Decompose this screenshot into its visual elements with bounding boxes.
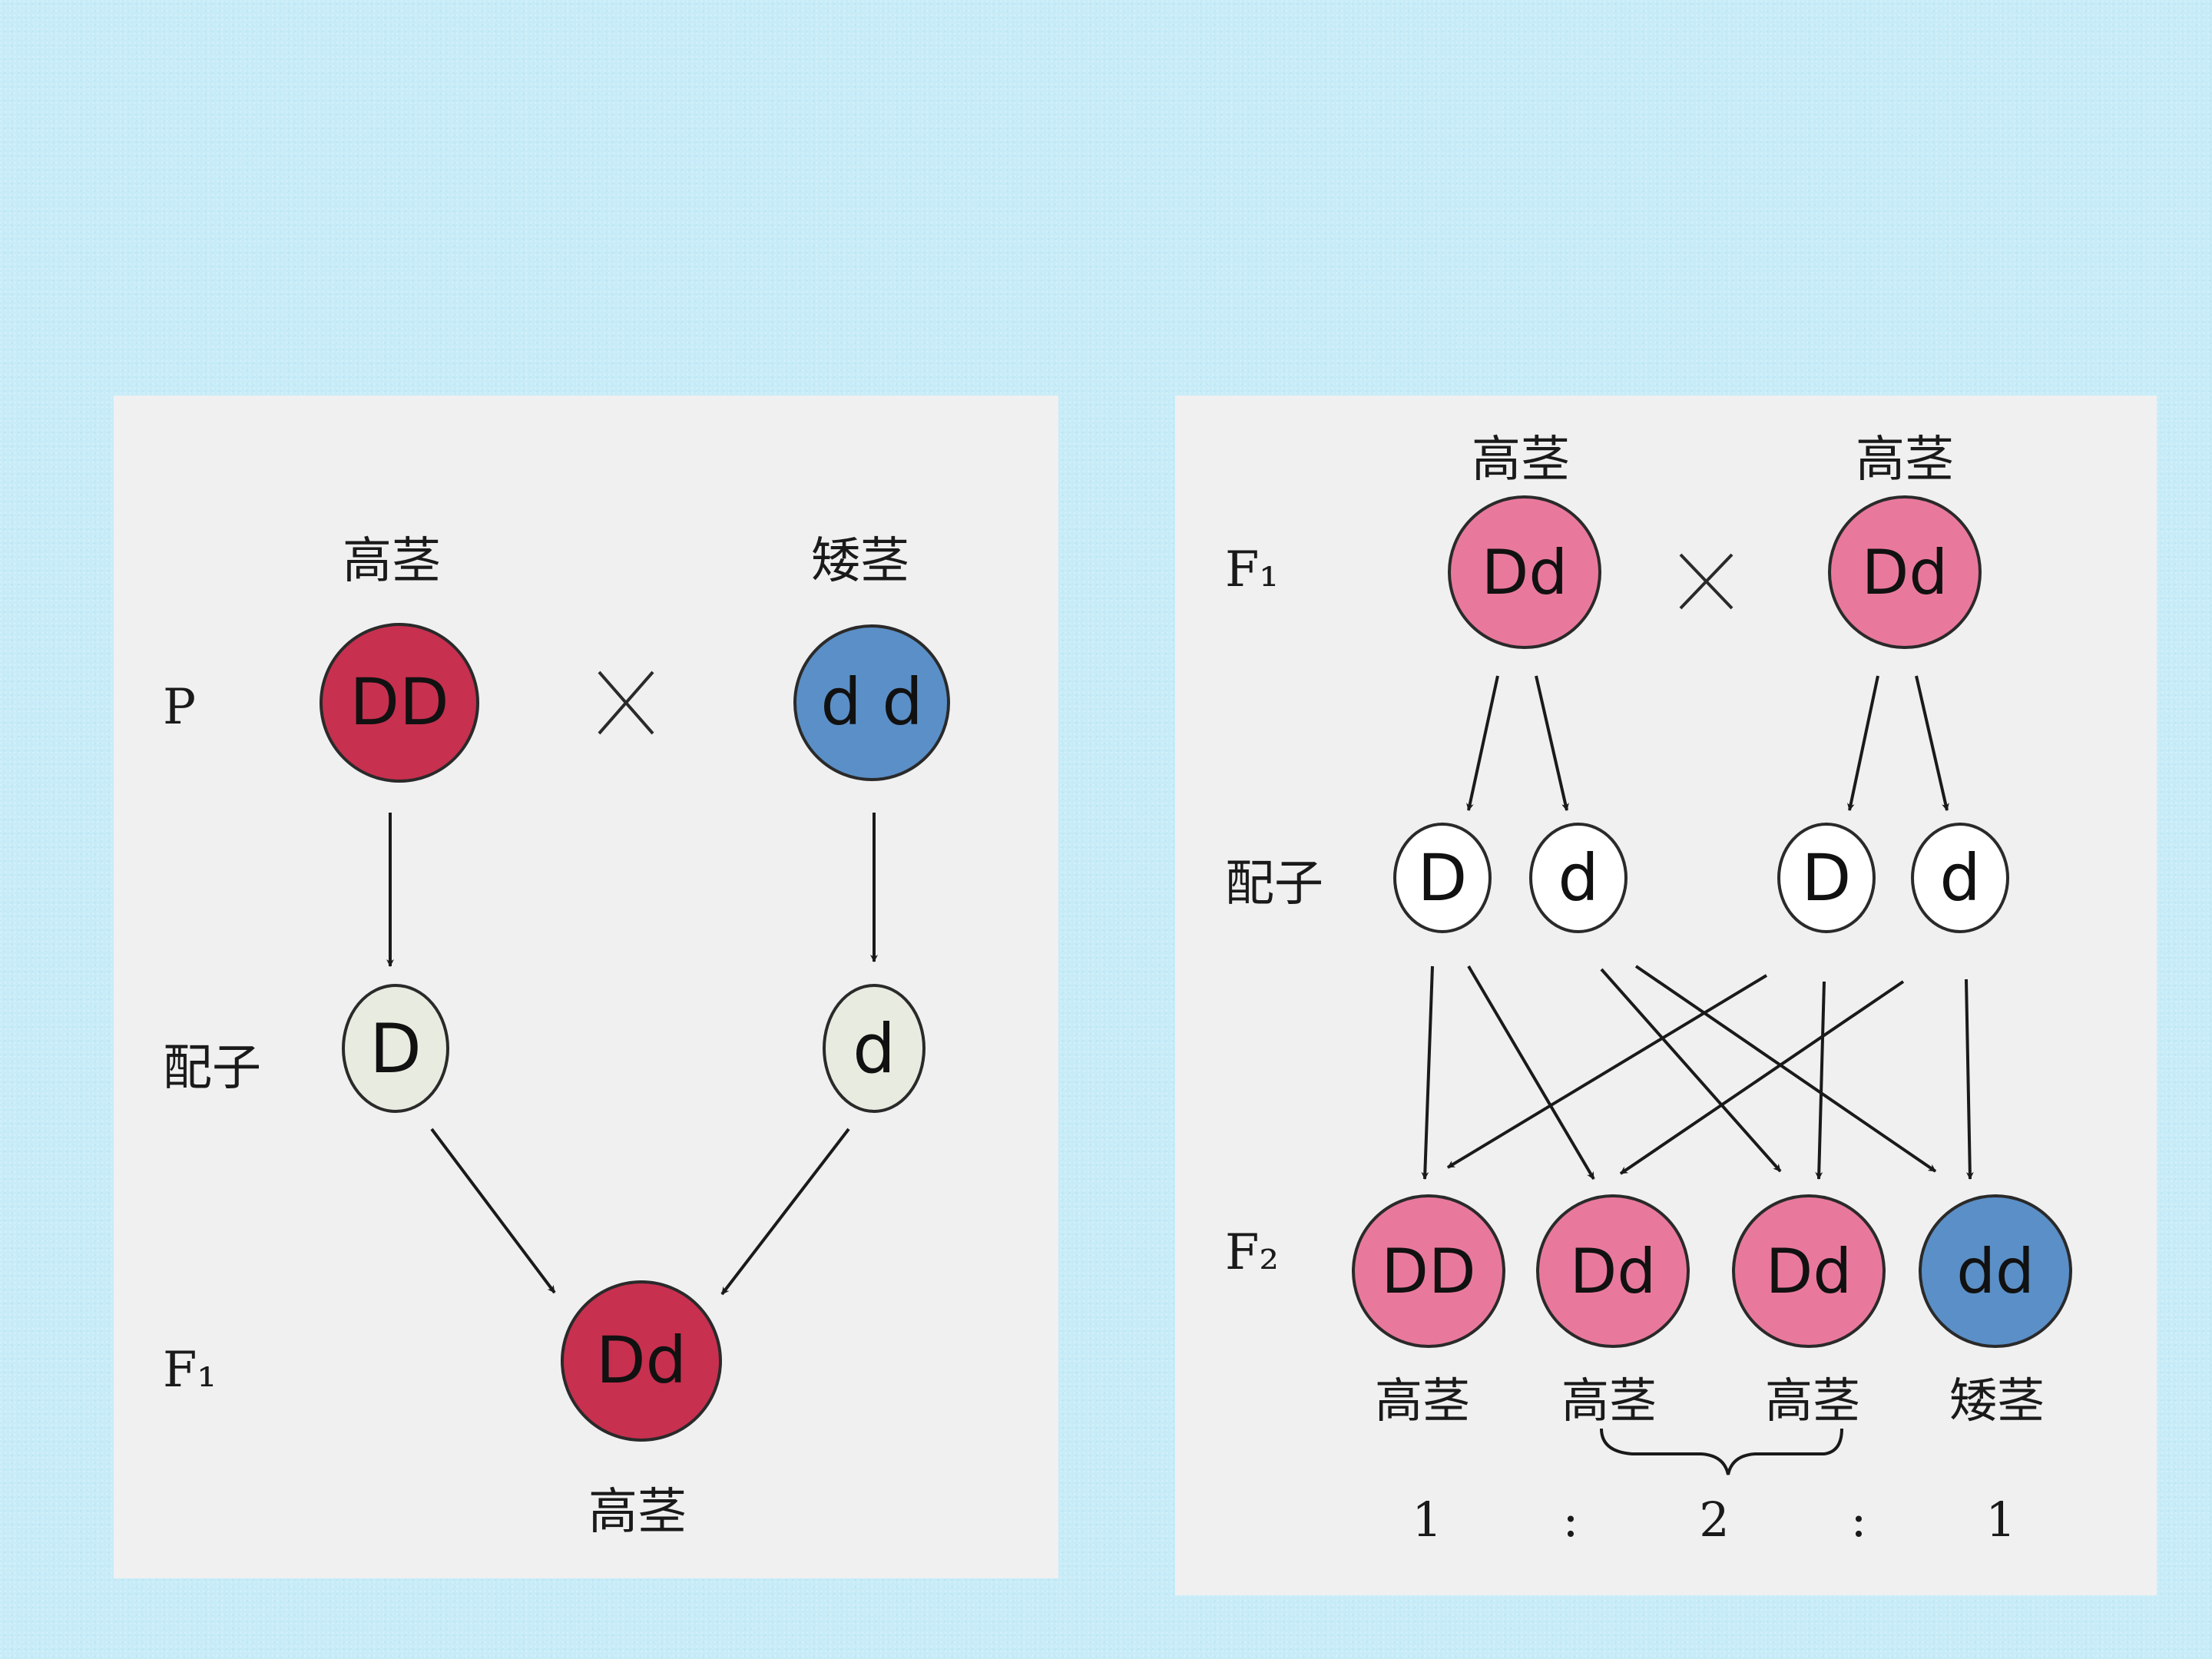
right-label-f2: F₂ [1225,1224,1279,1281]
left-panel: P 配子 F₁ 高茎 矮茎 DD d d D d [114,396,1058,1578]
right-arrow-D-to-Dd [1467,965,1595,1181]
left-parent-left-disc [320,623,479,783]
right-label-f1: F₁ [1225,541,1279,598]
left-offspring-circle: Dd [561,1280,722,1442]
right-arrow-p1-to-gamete-1 [1466,675,1499,811]
left-gamete-right-disc [823,984,926,1113]
right-arrow-D2-to-Dd2 [1815,981,1826,1180]
left-offspring-phenotype: 高茎 [588,1484,687,1541]
right-label-gamete: 配子 [1225,856,1323,912]
left-label-gamete: 配子 [163,1040,261,1097]
left-parent-right-disc [793,624,950,781]
right-gamete-3-allele: D [1802,840,1852,916]
right-parent-right-circle: Dd [1828,495,1982,649]
right-offspring-2-genotype: Dd [1570,1236,1656,1307]
right-parent-left-genotype: Dd [1482,537,1568,608]
left-parent-right-genotype: d d [820,664,922,740]
right-offspring-3-phenotype: 高茎 [1765,1373,1860,1429]
left-offspring-genotype: Dd [596,1323,687,1398]
right-ratio-colon-2: : [1851,1492,1867,1548]
right-ratio-colon-1: : [1563,1492,1579,1548]
left-arrow-gamete-left-to-f1 [430,1128,556,1294]
right-gamete-2-disc [1529,823,1628,933]
left-gamete-right-allele: d [853,1009,896,1088]
left-parent-left-circle: DD [320,623,479,783]
right-offspring-2-phenotype: 高茎 [1561,1373,1657,1429]
left-gamete-left-disc [342,984,449,1113]
right-offspring-1-phenotype: 高茎 [1375,1373,1470,1429]
right-gamete-1: D [1393,823,1492,933]
left-gamete-left-allele: D [369,1009,422,1088]
right-offspring-2: Dd [1536,1194,1690,1348]
right-parent-left-phenotype: 高茎 [1472,432,1570,488]
right-offspring-3-genotype: Dd [1766,1236,1852,1307]
right-panel: F₁ 配子 F₂ 高茎 高茎 Dd Dd D [1175,396,2157,1595]
right-ratio-3: 1 [1985,1492,2015,1548]
right-gamete-3: D [1777,823,1876,933]
right-offspring-1-disc [1352,1194,1505,1348]
right-offspring-3-disc [1732,1194,1886,1348]
right-arrow-d-to-dd [1634,965,1937,1173]
left-cross-symbol [598,671,654,735]
right-gamete-4: d [1911,823,2009,933]
right-arrow-p2-to-gamete-3 [1846,675,1879,811]
right-arrow-d2-to-Dd [1619,980,1905,1175]
right-arrow-D-to-DD [1421,965,1434,1180]
right-offspring-1: DD [1352,1194,1505,1348]
right-gamete-1-allele: D [1418,840,1468,916]
left-label-f1: F₁ [163,1342,217,1399]
right-gamete-1-disc [1393,823,1492,933]
right-parent-left-circle: Dd [1448,495,1601,649]
right-arrow-D2-to-DD [1446,974,1768,1169]
right-arrow-d-to-Dd2 [1600,968,1782,1173]
right-arrow-p2-to-gamete-4 [1915,675,1949,811]
right-gamete-2-allele: d [1558,840,1598,916]
left-offspring-disc [561,1280,722,1442]
right-gamete-3-disc [1777,823,1876,933]
right-gamete-4-allele: d [1939,840,1980,916]
left-arrow-gamete-right-to-f1 [720,1128,850,1296]
left-parent-left-genotype: DD [349,664,449,740]
right-heterozygote-brace [1600,1428,1843,1475]
left-parent-left-phenotype: 高茎 [343,533,441,590]
right-parent-right-genotype: Dd [1862,537,1948,608]
right-offspring-3: Dd [1732,1194,1886,1348]
right-parent-right-disc [1828,495,1982,649]
right-panel-background [1175,396,2157,1595]
right-cross-symbol [1679,553,1734,610]
right-parent-right-phenotype: 高茎 [1856,432,1954,488]
left-parent-right-phenotype: 矮茎 [811,533,909,590]
right-offspring-4-genotype: dd [1956,1236,2035,1307]
left-parent-right-circle: d d [793,624,950,781]
right-offspring-4-disc [1919,1194,2072,1348]
right-offspring-4-phenotype: 矮茎 [1949,1373,2045,1429]
right-arrow-p1-to-gamete-2 [1535,675,1569,811]
right-ratio-2: 2 [1699,1492,1729,1548]
right-offspring-2-disc [1536,1194,1690,1348]
left-label-p: P [163,679,196,736]
right-ratio-1: 1 [1412,1492,1442,1548]
right-arrow-d2-to-dd [1965,979,1974,1180]
left-gamete-right: d [823,984,926,1113]
right-parent-left-disc [1448,495,1601,649]
right-gamete-4-disc [1911,823,2009,933]
left-gamete-left: D [342,984,449,1113]
right-offspring-1-genotype: DD [1381,1236,1475,1307]
right-offspring-4: dd [1919,1194,2072,1348]
right-gamete-2: d [1529,823,1628,933]
